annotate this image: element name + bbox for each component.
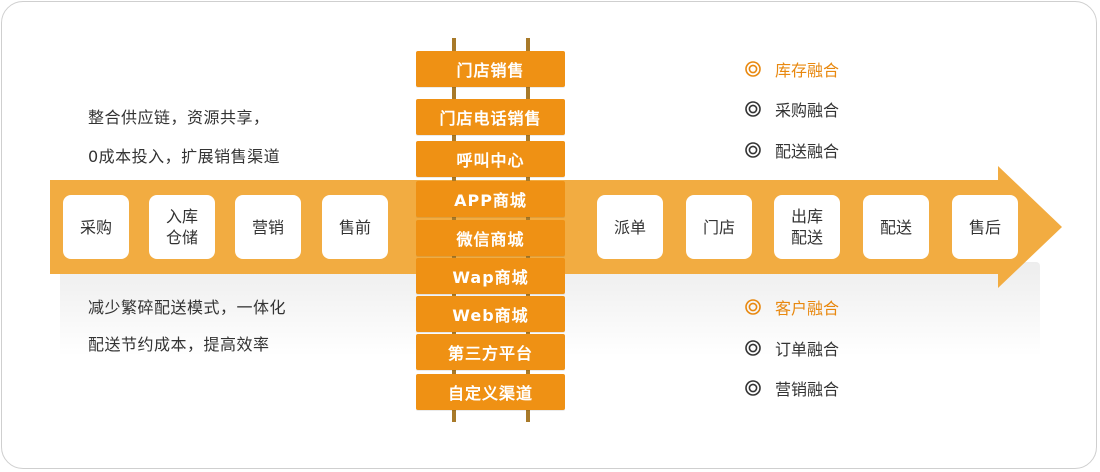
channel-wechat-mall: 微信商城 bbox=[416, 220, 565, 256]
top-description-line2: 0成本投入，扩展销售渠道 bbox=[88, 147, 281, 166]
target-icon bbox=[745, 61, 761, 77]
step-label: 出库配送 bbox=[790, 207, 823, 247]
channel-custom: 自定义渠道 bbox=[416, 374, 565, 410]
step-label: 派单 bbox=[613, 217, 646, 237]
channel-third-party: 第三方平台 bbox=[416, 334, 565, 370]
bottom-description-line2: 配送节约成本，提高效率 bbox=[88, 335, 270, 354]
channel-store-sales: 门店销售 bbox=[416, 51, 565, 87]
step-after-sales: 售后 bbox=[952, 195, 1018, 259]
step-label: 售前 bbox=[338, 217, 371, 237]
channel-call-center: 呼叫中心 bbox=[416, 141, 565, 177]
fusion-label: 订单融合 bbox=[775, 340, 840, 359]
target-icon bbox=[745, 299, 761, 315]
step-label: 营销 bbox=[251, 217, 284, 237]
step-label: 入库仓储 bbox=[165, 207, 198, 247]
step-warehousing: 入库仓储 bbox=[149, 195, 215, 259]
fusion-label: 营销融合 bbox=[775, 380, 840, 399]
step-label: 售后 bbox=[968, 217, 1001, 237]
step-dispatch: 派单 bbox=[597, 195, 663, 259]
channel-app-mall: APP商城 bbox=[416, 181, 565, 217]
step-label: 采购 bbox=[79, 217, 112, 237]
step-marketing: 营销 bbox=[235, 195, 301, 259]
fusion-label: 客户融合 bbox=[775, 299, 840, 318]
target-icon bbox=[745, 142, 761, 158]
fusion-marketing: 营销融合 bbox=[745, 377, 839, 399]
channel-web-mall: Web商城 bbox=[416, 296, 565, 332]
step-store: 门店 bbox=[686, 195, 752, 259]
channel-wap-mall: Wap商城 bbox=[416, 258, 565, 294]
fusion-inventory: 库存融合 bbox=[745, 58, 839, 80]
fusion-label: 采购融合 bbox=[775, 101, 840, 120]
fusion-purchase: 采购融合 bbox=[745, 98, 839, 120]
target-icon bbox=[745, 340, 761, 356]
step-presale: 售前 bbox=[322, 195, 388, 259]
step-purchase: 采购 bbox=[63, 195, 129, 259]
fusion-order: 订单融合 bbox=[745, 337, 839, 359]
step-label: 门店 bbox=[702, 217, 735, 237]
bottom-description-line1: 减少繁碎配送模式，一体化 bbox=[88, 298, 287, 317]
target-icon bbox=[745, 101, 761, 117]
channel-store-phone-sales: 门店电话销售 bbox=[416, 99, 565, 135]
step-outbound-delivery: 出库配送 bbox=[774, 195, 840, 259]
target-icon bbox=[745, 380, 761, 396]
fusion-customer: 客户融合 bbox=[745, 296, 839, 318]
step-delivery: 配送 bbox=[863, 195, 929, 259]
top-description-line1: 整合供应链，资源共享， bbox=[88, 108, 270, 127]
fusion-delivery: 配送融合 bbox=[745, 139, 839, 161]
fusion-label: 配送融合 bbox=[775, 142, 840, 161]
fusion-label: 库存融合 bbox=[775, 61, 840, 80]
step-label: 配送 bbox=[879, 217, 912, 237]
